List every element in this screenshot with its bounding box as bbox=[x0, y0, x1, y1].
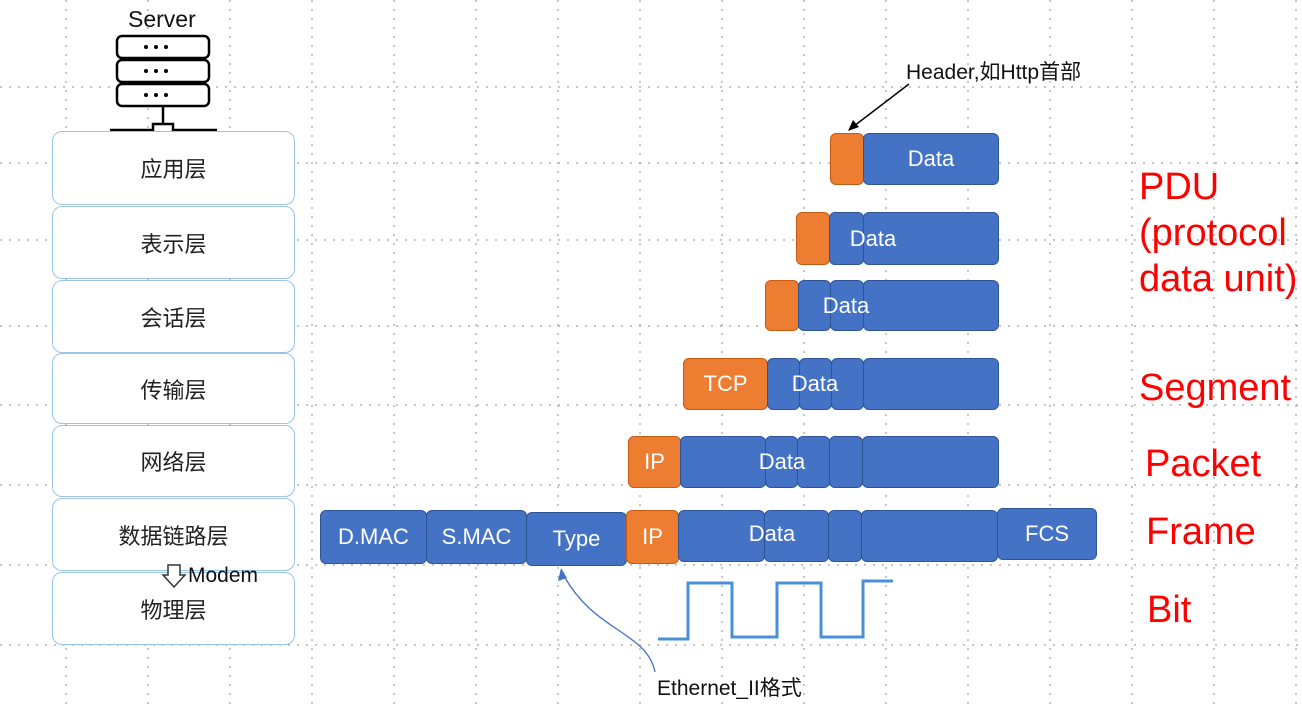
encapsulated-block bbox=[829, 436, 863, 488]
layer-transport: 传输层 bbox=[52, 353, 295, 424]
down-arrow-icon bbox=[161, 564, 187, 589]
modem-label: Modem bbox=[188, 564, 259, 587]
data-block bbox=[862, 436, 999, 488]
layer-session: 会话层 bbox=[52, 280, 295, 353]
data-block bbox=[861, 510, 998, 562]
encapsulated-block bbox=[799, 358, 832, 410]
layer-network: 网络层 bbox=[52, 425, 295, 497]
tcp-header-block: TCP bbox=[683, 358, 768, 410]
unit-pdu-line3: data unit) bbox=[1139, 258, 1298, 300]
encapsulated-block bbox=[828, 510, 862, 562]
unit-frame: Frame bbox=[1146, 511, 1256, 553]
layer-application: 应用层 bbox=[52, 131, 295, 205]
unit-packet: Packet bbox=[1145, 443, 1262, 485]
encapsulated-block bbox=[680, 436, 766, 488]
data-label: Data bbox=[849, 225, 897, 251]
data-label: Data bbox=[822, 292, 870, 318]
header-arrow-icon bbox=[848, 83, 910, 131]
data-block bbox=[863, 212, 999, 265]
data-block: Data bbox=[863, 133, 999, 185]
ip-header-block: IP bbox=[628, 436, 681, 488]
header-annotation: Header,如Http首部 bbox=[906, 61, 1082, 84]
ethernet-annotation: Ethernet_II格式 bbox=[657, 677, 802, 700]
header-block bbox=[796, 212, 830, 265]
header-block bbox=[765, 280, 799, 331]
data-block bbox=[863, 280, 999, 331]
type-block: Type bbox=[526, 512, 627, 566]
server-label: Server bbox=[128, 6, 196, 32]
unit-bit: Bit bbox=[1147, 589, 1192, 631]
encapsulated-block bbox=[830, 280, 864, 331]
server-icon bbox=[110, 34, 217, 137]
header-block bbox=[830, 133, 864, 185]
unit-pdu-line1: PDU bbox=[1139, 166, 1220, 208]
unit-segment: Segment bbox=[1139, 367, 1292, 409]
data-label: Data bbox=[791, 371, 839, 396]
ip-header-block: IP bbox=[626, 510, 679, 564]
data-label: Data bbox=[748, 521, 796, 546]
encapsulated-block bbox=[678, 510, 765, 562]
encapsulated-block bbox=[764, 510, 829, 562]
ethernet-arrow-icon bbox=[558, 568, 656, 673]
data-label: Data bbox=[758, 449, 806, 474]
encapsulated-block bbox=[765, 436, 798, 488]
smac-block: S.MAC bbox=[426, 510, 527, 564]
layer-datalink: 数据链路层 bbox=[52, 498, 295, 571]
dmac-block: D.MAC bbox=[320, 510, 427, 564]
data-block bbox=[863, 358, 999, 410]
encapsulated-block bbox=[831, 358, 864, 410]
unit-pdu-line2: (protocol bbox=[1139, 212, 1287, 254]
fcs-block: FCS bbox=[997, 508, 1097, 560]
layer-physical: 物理层 bbox=[52, 572, 295, 645]
layer-presentation: 表示层 bbox=[52, 206, 295, 279]
bit-waveform-icon bbox=[658, 579, 893, 641]
